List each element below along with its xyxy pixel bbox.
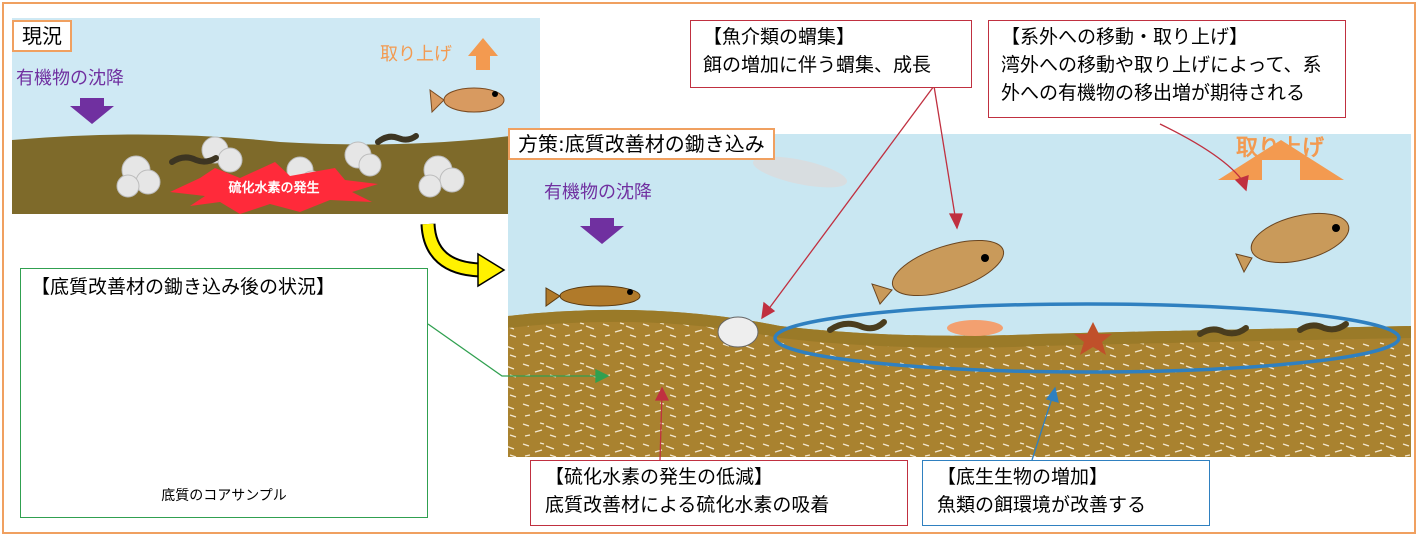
callout-h2s-reduce: 【硫化水素の発生の低減】 底質改善材による硫化水素の吸着 xyxy=(530,460,908,526)
callout-benthos-title: 【底生生物の増加】 xyxy=(937,466,1109,488)
callout-outflow-line1: 湾外への移動や取り上げによって、系 xyxy=(1001,54,1322,76)
measure-lift-arrow xyxy=(1218,140,1344,180)
flatfish-right xyxy=(1235,212,1350,274)
outer-frame xyxy=(2,2,1416,534)
measure-worms xyxy=(827,319,1349,337)
flatfish-center xyxy=(871,239,1005,305)
h2s-text: 硫化水素の発生 xyxy=(228,180,319,196)
transition-arrow xyxy=(420,223,506,288)
callout-h2s-reduce-title: 【硫化水素の発生の低減】 xyxy=(545,466,774,488)
core-sample-caption: 底質のコアサンプル xyxy=(161,488,287,504)
current-label: 現況 xyxy=(12,20,72,52)
grey-fish xyxy=(752,156,848,188)
callout-benthos-body: 魚類の餌環境が改善する xyxy=(937,494,1147,516)
current-lift-text: 取り上げ xyxy=(380,44,452,65)
current-sediment-arrow xyxy=(70,98,114,124)
current-panel xyxy=(12,18,540,214)
starfish xyxy=(1074,322,1112,355)
callout-outflow-title: 【系外への移動・取り上げ】 xyxy=(1001,26,1249,48)
measure-sediment-arrow xyxy=(580,218,624,244)
current-fish xyxy=(429,87,505,114)
measure-lift-text: 取り上げ xyxy=(1236,136,1325,161)
measure-panel xyxy=(508,134,1411,457)
benthos-ellipse xyxy=(773,302,1401,374)
h2s-burst xyxy=(170,162,378,214)
callout-fish-gather: 【魚介類の蝟集】 餌の増加に伴う蝟集、成長 xyxy=(690,20,972,88)
callout-outflow-line2: 外への有機物の移出増が期待される xyxy=(1001,82,1306,104)
connector-lines xyxy=(427,85,1249,461)
current-lift-arrow xyxy=(468,38,498,70)
shrimp xyxy=(947,320,1003,336)
measure-sediment-text: 有機物の沈降 xyxy=(544,182,652,203)
callout-fish-gather-body: 餌の増加に伴う蝟集、成長 xyxy=(703,54,932,76)
clam xyxy=(717,316,759,348)
callout-outflow: 【系外への移動・取り上げ】 湾外への移動や取り上げによって、系 外への有機物の移… xyxy=(988,20,1346,118)
callout-benthos: 【底生生物の増加】 魚類の餌環境が改善する xyxy=(922,460,1210,526)
callout-after-state-title: 【底質改善材の鋤き込み後の状況】 xyxy=(31,276,336,298)
current-worms xyxy=(169,133,419,165)
goby-fish xyxy=(545,285,641,307)
current-sediment-text: 有機物の沈降 xyxy=(16,68,124,89)
measure-label: 方策:底質改善材の鋤き込み xyxy=(508,128,775,160)
callout-fish-gather-title: 【魚介類の蝟集】 xyxy=(703,26,856,48)
callout-h2s-reduce-body: 底質改善材による硫化水素の吸着 xyxy=(545,494,830,516)
callout-after-state: 【底質改善材の鋤き込み後の状況】 底質のコアサンプル xyxy=(20,268,428,518)
